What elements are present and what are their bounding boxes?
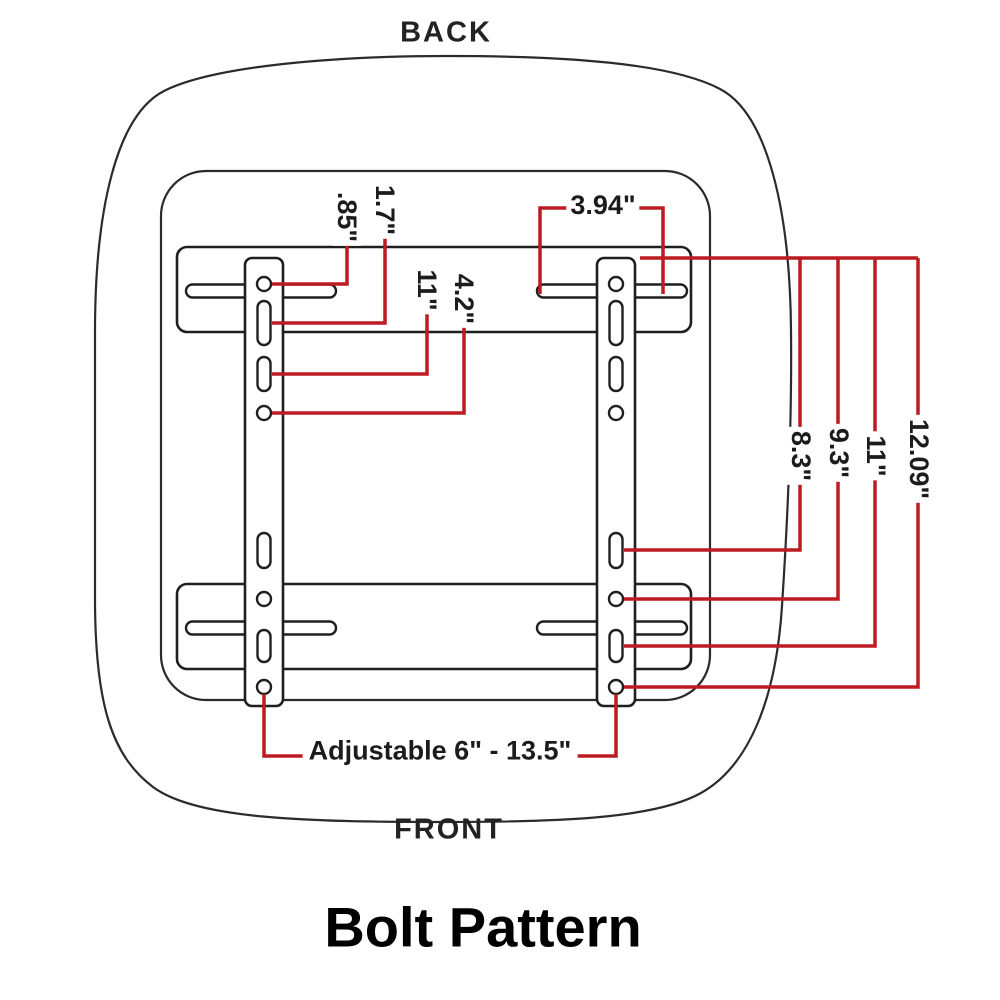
bolt-slot bbox=[256, 355, 272, 393]
dim-label-8-3: 8.3" bbox=[786, 426, 816, 486]
bolt-hole bbox=[255, 275, 273, 293]
dim-label-11-left: 11" bbox=[412, 265, 442, 315]
dim-line-8-3 bbox=[624, 258, 802, 552]
dim-line-9-3 bbox=[624, 258, 840, 601]
dim-label-12-09: 12.09" bbox=[904, 414, 934, 504]
adjustable-range-label: Adjustable 6" - 13.5" bbox=[302, 735, 578, 767]
left-rail-holes bbox=[255, 275, 273, 696]
page-title: Bolt Pattern bbox=[324, 895, 642, 959]
bolt-slot bbox=[256, 628, 272, 664]
bolt-slot bbox=[608, 628, 624, 664]
bolt-slot bbox=[608, 531, 624, 570]
seat-outline bbox=[93, 54, 793, 824]
dim-label-3-94: 3.94" bbox=[566, 190, 640, 219]
dim-label-9-3: 9.3" bbox=[824, 423, 854, 483]
back-label: BACK bbox=[400, 16, 492, 49]
bolt-slot bbox=[256, 531, 272, 570]
bolt-slot bbox=[256, 299, 272, 347]
bolt-hole bbox=[607, 275, 625, 293]
front-label: FRONT bbox=[394, 813, 504, 846]
left-mounting-rail bbox=[243, 256, 285, 708]
dim-label-1-7: 1.7" bbox=[370, 180, 400, 240]
front-crossbar bbox=[175, 582, 693, 671]
right-rail-holes bbox=[607, 275, 625, 696]
bolt-slot bbox=[608, 299, 624, 347]
dim-line-adjustable-left bbox=[262, 694, 310, 758]
bolt-hole bbox=[607, 404, 625, 422]
bolt-hole bbox=[607, 590, 625, 608]
bolt-slot bbox=[608, 355, 624, 393]
dim-label-4-2: 4.2" bbox=[449, 269, 479, 329]
dim-line-11-left bbox=[272, 314, 429, 376]
dim-line-11-right bbox=[624, 258, 877, 648]
dim-line-adjustable-right bbox=[570, 694, 618, 758]
dimension-lines bbox=[262, 206, 920, 758]
right-mounting-rail bbox=[595, 256, 637, 708]
dim-line-12-09 bbox=[624, 258, 920, 689]
dim-label-085: .85" bbox=[332, 187, 362, 247]
dim-line-1-7 bbox=[272, 238, 387, 325]
bolt-hole bbox=[255, 590, 273, 608]
mounting-frame bbox=[159, 169, 712, 702]
dim-label-11-right: 11" bbox=[861, 431, 891, 481]
bolt-hole bbox=[255, 404, 273, 422]
dim-line-4-2 bbox=[272, 326, 466, 415]
dim-line-085 bbox=[272, 244, 349, 286]
